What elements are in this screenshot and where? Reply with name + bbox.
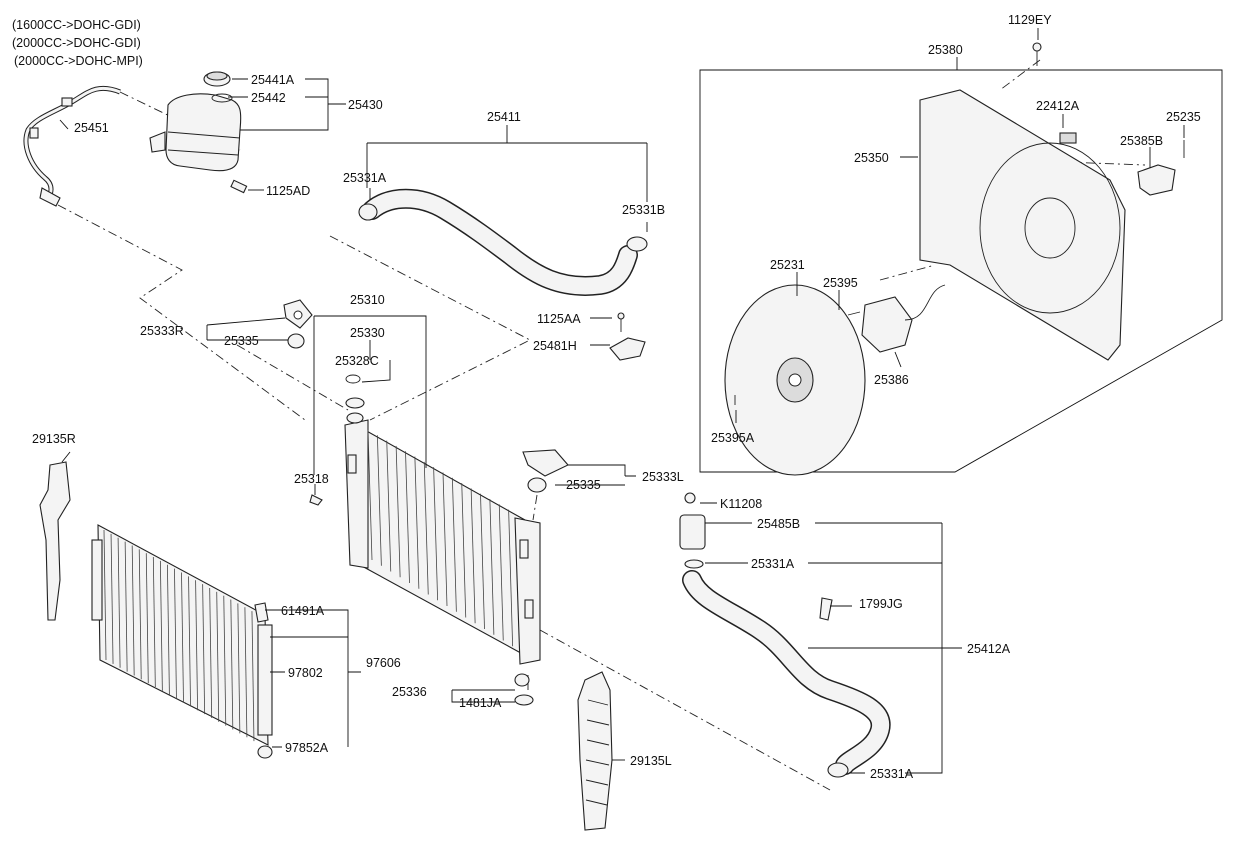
condenser-fin	[117, 537, 121, 668]
label-97606: 97606	[366, 656, 401, 670]
label-25386: 25386	[874, 373, 909, 387]
label-29135l: 29135L	[630, 754, 672, 768]
radiator-fin	[470, 488, 476, 624]
radiator-cap	[283, 299, 569, 706]
label-25395: 25395	[823, 276, 858, 290]
label-25331a-mid: 25331A	[751, 557, 795, 571]
condenser-fin	[152, 557, 156, 688]
radiator-fin	[451, 477, 457, 612]
label-25330: 25330	[350, 326, 385, 340]
condenser-fin	[237, 603, 241, 734]
label-97852a: 97852A	[285, 741, 329, 755]
label-25310: 25310	[350, 293, 385, 307]
condenser-fin	[103, 529, 107, 661]
engine-note-1: (1600CC->DOHC-GDI)	[12, 18, 141, 32]
label-25350: 25350	[854, 151, 889, 165]
engine-note-2: (2000CC->DOHC-GDI)	[12, 36, 141, 50]
condenser-fin	[230, 599, 234, 730]
engine-note-3: (2000CC->DOHC-MPI)	[14, 54, 143, 68]
radiator-fin	[405, 451, 410, 584]
radiator-fin	[498, 504, 504, 641]
label-25441a: 25441A	[251, 73, 295, 87]
label-61491a: 61491A	[281, 604, 325, 618]
label-25318: 25318	[294, 472, 329, 486]
lower-hose	[679, 492, 891, 778]
label-25395a: 25395A	[711, 431, 755, 445]
label-25380: 25380	[928, 43, 963, 57]
radiator-fin	[508, 509, 514, 647]
radiator-fin	[480, 493, 485, 630]
condenser-fin	[145, 553, 149, 684]
radiator-fin	[433, 467, 439, 601]
label-1125ad: 1125AD	[266, 184, 310, 198]
label-25481h: 25481H	[533, 339, 577, 353]
label-1481ja: 1481JA	[459, 696, 502, 710]
air-guard-l	[577, 671, 613, 831]
label-25430: 25430	[348, 98, 383, 112]
bracket-25481h	[609, 312, 646, 361]
condenser-fin	[124, 541, 128, 672]
condenser-fin	[110, 533, 114, 664]
air-guard-r	[39, 461, 71, 621]
label-1129ey: 1129EY	[1008, 13, 1052, 27]
radiator-fin	[461, 483, 467, 618]
radiator-fin	[386, 440, 392, 572]
radiator-fin	[395, 445, 401, 578]
condenser-fin	[251, 611, 255, 742]
label-25485b: 25485B	[757, 517, 800, 531]
label-25331a-bot: 25331A	[870, 767, 914, 781]
condenser-fin	[181, 572, 184, 703]
radiator-fin	[376, 435, 382, 566]
label-25412a: 25412A	[967, 642, 1011, 656]
label-25331b: 25331B	[622, 203, 665, 217]
condenser-fin	[138, 549, 142, 680]
leader-lines	[59, 28, 1185, 774]
label-29135r: 29135R	[32, 432, 76, 446]
part-labels: 25441A 25442 25430 25451 1125AD 25411 25…	[32, 13, 1201, 781]
label-25231: 25231	[770, 258, 805, 272]
fan-assembly	[699, 42, 1223, 476]
label-1799jg: 1799JG	[859, 597, 903, 611]
label-25331a-top: 25331A	[343, 171, 387, 185]
label-25335-right: 25335	[566, 478, 601, 492]
condenser-fin	[159, 560, 163, 691]
radiator-fin	[367, 429, 373, 561]
label-25333r: 25333R	[140, 324, 184, 338]
upper-hose	[358, 188, 648, 296]
condenser-fin	[244, 607, 248, 738]
condenser-fin	[216, 591, 220, 722]
label-1125aa: 1125AA	[537, 312, 581, 326]
radiator-fin	[442, 472, 448, 607]
label-25411: 25411	[487, 110, 521, 124]
condenser	[91, 524, 273, 759]
condenser-fin	[223, 595, 227, 726]
condenser-fin	[188, 576, 191, 707]
label-25335-left: 25335	[224, 334, 259, 348]
label-22412a: 22412A	[1036, 99, 1080, 113]
condenser-fin	[131, 545, 135, 676]
label-25333l: 25333L	[642, 470, 684, 484]
label-25385b: 25385B	[1120, 134, 1163, 148]
label-25328c: 25328C	[335, 354, 379, 368]
label-25235: 25235	[1166, 110, 1201, 124]
label-k11208: K11208	[720, 497, 762, 511]
radiator	[344, 412, 541, 665]
radiator-fin	[423, 461, 429, 595]
radiator-fin	[489, 499, 495, 635]
radiator-fin	[414, 456, 420, 589]
condenser-fin	[195, 580, 198, 711]
label-25336: 25336	[392, 685, 427, 699]
reservoir-hose	[23, 85, 121, 207]
condenser-fin	[174, 568, 177, 699]
label-25442: 25442	[251, 91, 286, 105]
label-97802: 97802	[288, 666, 323, 680]
condenser-fin	[202, 584, 206, 715]
condenser-fin	[209, 587, 213, 718]
label-25451: 25451	[74, 121, 109, 135]
reservoir-tank	[149, 71, 248, 194]
condenser-fin	[167, 564, 170, 695]
